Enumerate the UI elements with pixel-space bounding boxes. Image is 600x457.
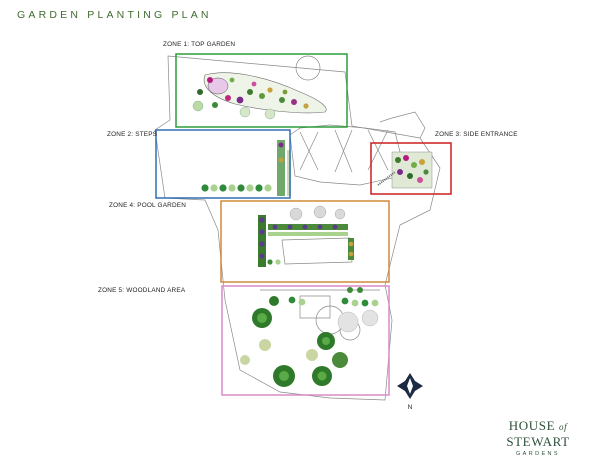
company-logo: HOUSE of STEWART GARDENS (478, 418, 598, 457)
zone-label-4: ZONE 4: POOL GARDEN (109, 202, 187, 209)
logo-of: of (559, 422, 568, 432)
zone-2-frame (155, 129, 291, 199)
north-compass-icon (397, 373, 423, 399)
page-title: GARDEN PLANTING PLAN (17, 9, 212, 21)
tree-outline (295, 55, 321, 81)
pool-outline (281, 237, 353, 265)
zone-3-frame (370, 142, 452, 195)
compass-letter: N (408, 404, 413, 411)
zone-5-planting (240, 287, 379, 387)
zone-4-planting (258, 205, 354, 267)
logo-name: STEWART (506, 434, 570, 449)
zone-4-frame (220, 200, 390, 283)
roof-lines (299, 129, 389, 173)
zone-1-planting (192, 72, 327, 120)
zone-label-1: ZONE 1: TOP GARDEN (163, 41, 236, 48)
zone-label-3: ZONE 3: SIDE ENTRANCE (435, 131, 518, 138)
zone-2-planting (201, 140, 291, 196)
logo-brand: HOUSE (508, 418, 556, 433)
zone-label-2: ZONE 2: STEPS (107, 131, 158, 138)
zone-1-frame (175, 53, 348, 128)
driveway (379, 111, 426, 139)
zone-5-frame (221, 285, 390, 396)
zone-3-planting (377, 151, 433, 189)
logo-sub: GARDENS (516, 451, 560, 457)
zone-label-5: ZONE 5: WOODLAND AREA (98, 287, 186, 294)
